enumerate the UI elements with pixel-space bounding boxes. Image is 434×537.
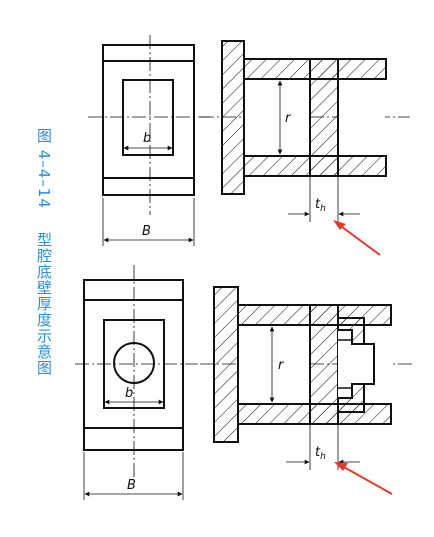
- top-front-view: [88, 35, 210, 246]
- figure-title: 型腔底壁厚度示意图: [35, 232, 53, 377]
- top-label-th: th: [315, 197, 326, 214]
- top-label-B: B: [142, 224, 151, 239]
- top-pointer-arrow-shaft: [337, 223, 381, 256]
- bottom-label-b: b: [125, 386, 133, 401]
- bottom-label-B: B: [127, 478, 136, 493]
- bottom-label-r: r: [278, 358, 285, 373]
- bottom-section-view: [200, 286, 412, 470]
- bottom-pointer-arrow-head: [334, 462, 348, 471]
- top-label-r: r: [285, 111, 292, 126]
- top-pointer-arrow-head: [333, 220, 346, 230]
- bottom-label-th: th: [315, 445, 326, 462]
- top-label-b: b: [143, 131, 151, 146]
- figure-number: 图 4–4–14: [35, 128, 53, 209]
- top-section-view: [200, 40, 410, 222]
- bottom-front-view: [75, 265, 198, 500]
- figure-caption: 图 4–4–14 型腔底壁厚度示意图: [34, 128, 55, 376]
- bottom-pointer-arrow-shaft: [341, 465, 393, 495]
